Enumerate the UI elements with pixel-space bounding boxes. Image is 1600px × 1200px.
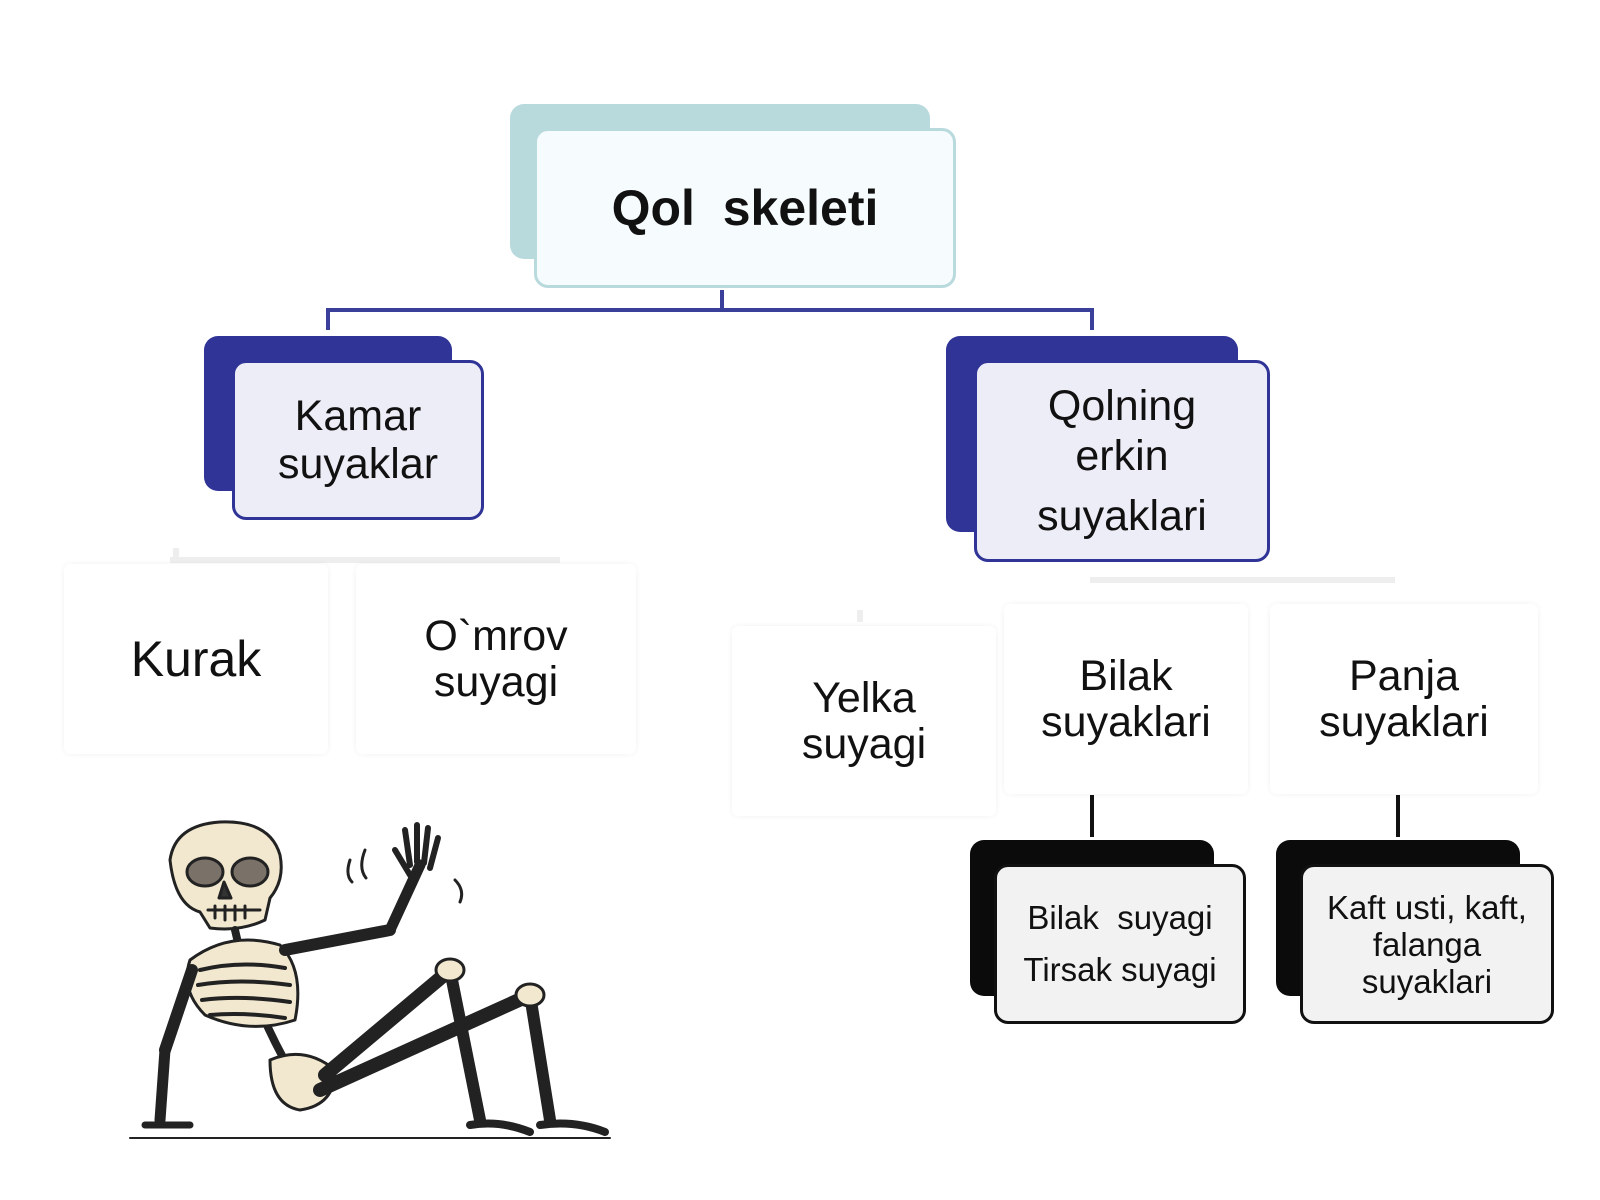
- child-bilak-suyaklari: Bilak suyaklari: [1004, 604, 1248, 794]
- child-yelka-line-1: Yelka: [812, 674, 916, 722]
- branch-kamar-suyaklar: Kamar suyaklar: [204, 336, 484, 520]
- foot-right: [536, 1119, 609, 1136]
- root-connector: [326, 290, 1094, 330]
- leaf-kaft-falanga: Kaft usti, kaft, falanga suyaklari: [1276, 840, 1554, 1026]
- forearm-raised: [384, 859, 426, 936]
- child-omrov-line-2: suyagi: [433, 658, 559, 706]
- child-panja-line-1: Panja: [1349, 652, 1459, 700]
- leaf-bilak-tirsak: Bilak suyagi Tirsak suyagi: [970, 840, 1246, 1026]
- wave-marks: [346, 848, 464, 904]
- forearm-down: [154, 1044, 171, 1126]
- knee-right: [514, 982, 546, 1008]
- thigh-right: [313, 988, 537, 1097]
- ribs: [196, 962, 292, 1020]
- root-title: Qol skeleti: [611, 180, 879, 236]
- left-child-connector: [170, 548, 560, 563]
- upper-arm-down: [159, 964, 198, 1056]
- child-omrov-line-1: O`mrov: [424, 612, 568, 660]
- branch-qolning-line-1: Qolning: [1047, 382, 1197, 430]
- branch-qolning-erkin-suyaklari: Qolning erkin suyaklari: [946, 336, 1270, 562]
- skull: [168, 820, 283, 931]
- shin-right: [524, 989, 556, 1126]
- child-kurak-label: Kurak: [130, 631, 262, 687]
- branch-kamar-box: Kamar suyaklar: [232, 360, 484, 520]
- knee-left: [434, 957, 466, 983]
- root-node: Qol skeleti: [510, 104, 965, 289]
- child-bilak-line-1: Bilak: [1079, 652, 1173, 700]
- leaf-panja-line-3: suyaklari: [1361, 962, 1493, 1000]
- eye-socket-right: [230, 856, 270, 888]
- upper-arm-raised: [279, 924, 396, 956]
- child-omrov-suyagi: O`mrov suyagi: [356, 564, 636, 754]
- child-kurak: Kurak: [64, 564, 328, 754]
- nose: [217, 880, 233, 900]
- shin-left: [444, 964, 486, 1126]
- leaf-bilak-line-1: Bilak suyagi: [1027, 899, 1213, 936]
- child-yelka-line-2: suyagi: [801, 720, 927, 768]
- leaf-panja-box: Kaft usti, kaft, falanga suyaklari: [1300, 864, 1554, 1024]
- eye-socket-left: [185, 856, 225, 888]
- leaf-panja-line-1: Kaft usti, kaft,: [1327, 888, 1527, 926]
- hand-raised: [392, 822, 441, 878]
- waving-skeleton-icon: [129, 820, 611, 1139]
- child-yelka-suyagi: Yelka suyagi: [732, 626, 996, 816]
- right-child-connector: [857, 577, 1395, 622]
- leaf-bilak-box: Bilak suyagi Tirsak suyagi: [994, 864, 1246, 1024]
- leaf-bilak-line-2: Tirsak suyagi: [1023, 951, 1217, 988]
- branch-kamar-line-1: Kamar: [294, 392, 422, 440]
- child-bilak-line-2: suyaklari: [1041, 698, 1211, 746]
- teeth: [206, 904, 262, 922]
- thigh-left: [318, 963, 457, 1082]
- child-panja-line-2: suyaklari: [1319, 698, 1489, 746]
- branch-kamar-line-2: suyaklar: [277, 440, 439, 488]
- root-node-box: Qol skeleti: [534, 128, 956, 288]
- branch-qolning-line-3: suyaklari: [1037, 492, 1207, 540]
- leaf-panja-line-2: falanga: [1372, 925, 1482, 963]
- branch-qolning-line-2: erkin: [1075, 432, 1169, 480]
- child-panja-suyaklari: Panja suyaklari: [1270, 604, 1538, 794]
- foot-left: [466, 1119, 534, 1136]
- branch-qolning-box: Qolning erkin suyaklari: [974, 360, 1270, 562]
